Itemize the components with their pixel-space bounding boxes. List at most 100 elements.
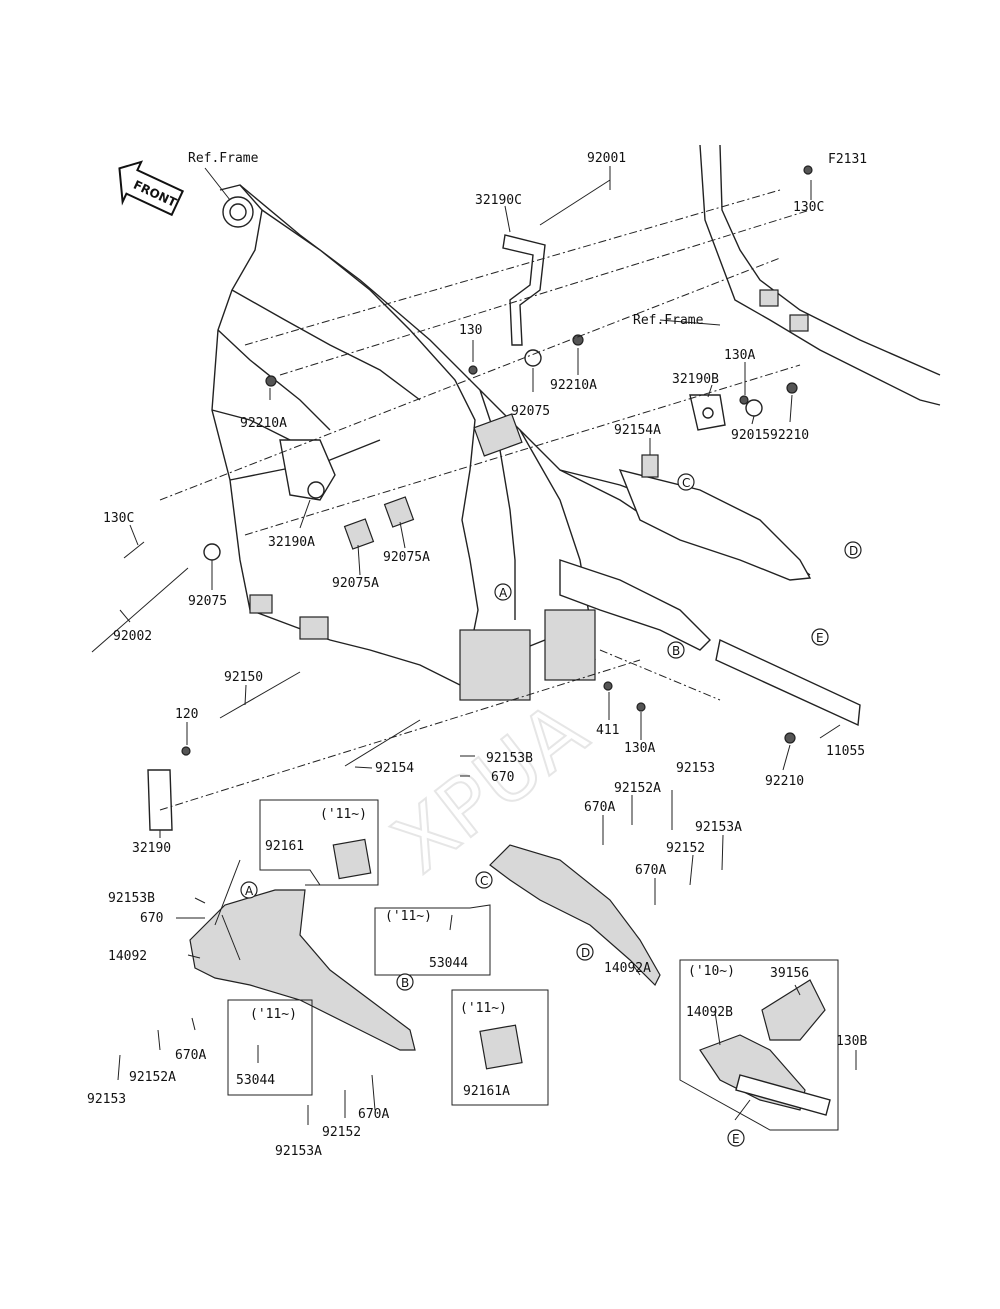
part-label: 130 xyxy=(459,323,482,338)
part-label: 130B xyxy=(836,1034,867,1049)
svg-text:E: E xyxy=(732,1132,740,1146)
part-label: 92154A xyxy=(614,423,661,438)
part-label: 92210A xyxy=(550,378,597,393)
part-label: 32190 xyxy=(132,841,171,856)
cover-39156 xyxy=(761,979,826,1041)
part-label: 670A xyxy=(635,863,666,878)
part-label: 670A xyxy=(584,800,615,815)
part-label: 32190B xyxy=(672,372,719,387)
bushings xyxy=(203,349,763,561)
bracket-32190b xyxy=(689,394,726,431)
part-label: 14092A xyxy=(604,961,651,976)
part-label: 92015 xyxy=(731,428,770,443)
small-fasteners xyxy=(181,165,813,756)
year-note-2: ('11~) xyxy=(385,909,432,924)
svg-text:A: A xyxy=(245,884,254,898)
cap-92161 xyxy=(332,838,372,880)
inset-boxes xyxy=(227,799,839,1131)
callout-d-2: D xyxy=(576,943,594,961)
ref-frame-right xyxy=(699,144,941,406)
ref-frame-label-1: Ref.Frame xyxy=(188,151,259,166)
part-label: 670 xyxy=(491,770,514,785)
part-label: 92075 xyxy=(188,594,227,609)
part-label: 92152A xyxy=(129,1070,176,1085)
svg-text:C: C xyxy=(480,874,488,888)
figure-code: F2131 xyxy=(828,152,867,167)
callout-e-2: E xyxy=(727,1129,745,1147)
cap-92161a xyxy=(479,1024,523,1070)
part-label: 92152 xyxy=(322,1125,361,1140)
long-bolts xyxy=(91,179,611,767)
part-label: 32190C xyxy=(475,193,522,208)
part-label: 92210A xyxy=(240,416,287,431)
part-label: 32190A xyxy=(268,535,315,550)
part-label: 92075A xyxy=(332,576,379,591)
part-label: 92001 xyxy=(587,151,626,166)
part-label: 411 xyxy=(596,723,619,738)
part-label: 92153A xyxy=(695,820,742,835)
part-label: 670A xyxy=(175,1048,206,1063)
part-label: 92153B xyxy=(108,891,155,906)
bracket-32190 xyxy=(147,769,173,831)
part-label: 92152A xyxy=(614,781,661,796)
part-label: 92161 xyxy=(265,839,304,854)
svg-text:D: D xyxy=(849,544,858,558)
part-labels: 92001 32190C 130C 130 92210A 92075 130A … xyxy=(87,151,867,1159)
part-label: 92075A xyxy=(383,550,430,565)
leader-lines xyxy=(117,166,857,1125)
bracket-11055 xyxy=(715,638,861,727)
callout-a-2: A xyxy=(240,881,258,899)
svg-text:D: D xyxy=(581,946,590,960)
year-note-5: ('10~) xyxy=(688,964,735,979)
part-label: 92153B xyxy=(486,751,533,766)
year-note-3: ('11~) xyxy=(250,1007,297,1022)
part-label: 53044 xyxy=(429,956,468,971)
part-label: 14092 xyxy=(108,949,147,964)
ref-frame-label-2: Ref.Frame xyxy=(633,313,704,328)
callout-b-2: B xyxy=(396,973,414,991)
svg-text:C: C xyxy=(682,476,690,490)
rear-fender-right xyxy=(489,844,661,987)
front-arrow-icon: FRONT xyxy=(118,160,185,217)
part-label: 92152 xyxy=(666,841,705,856)
part-label: 14092B xyxy=(686,1005,733,1020)
callout-c-2: C xyxy=(475,871,493,889)
reference-lines xyxy=(159,189,811,811)
part-label: 120 xyxy=(175,707,198,722)
part-label: 130C xyxy=(793,200,824,215)
part-label: 670 xyxy=(140,911,163,926)
part-label: 92153 xyxy=(676,761,715,776)
part-label: 130A xyxy=(624,741,655,756)
part-label: 92154 xyxy=(375,761,414,776)
part-label: 92150 xyxy=(224,670,263,685)
callout-c-1: C xyxy=(677,473,695,491)
part-label: 92161A xyxy=(463,1084,510,1099)
year-note-4: ('11~) xyxy=(460,1001,507,1016)
part-label: 92210 xyxy=(765,774,804,789)
cover-14092b xyxy=(699,1034,831,1116)
svg-text:E: E xyxy=(816,631,824,645)
part-label: 39156 xyxy=(770,966,809,981)
part-label: 92153 xyxy=(87,1092,126,1107)
part-label: 130A xyxy=(724,348,755,363)
part-label: 53044 xyxy=(236,1073,275,1088)
callout-a-1: A xyxy=(494,583,512,601)
rear-fender-left xyxy=(189,889,416,1051)
part-label: 92153A xyxy=(275,1144,322,1159)
callout-e-1: E xyxy=(811,628,829,646)
bracket-32190a xyxy=(279,439,336,501)
svg-text:B: B xyxy=(401,976,409,990)
part-label: 130C xyxy=(103,511,134,526)
svg-text:B: B xyxy=(672,644,680,658)
part-label: 92075 xyxy=(511,404,550,419)
year-note-1: ('11~) xyxy=(320,807,367,822)
part-label: 670A xyxy=(358,1107,389,1122)
part-label: 92002 xyxy=(113,629,152,644)
bracket-32190c xyxy=(502,234,546,346)
part-label: 92210 xyxy=(770,428,809,443)
svg-text:A: A xyxy=(499,586,508,600)
main-frame xyxy=(211,184,811,701)
callout-d-1: D xyxy=(844,541,862,559)
watermark: XPUA xyxy=(376,684,604,891)
